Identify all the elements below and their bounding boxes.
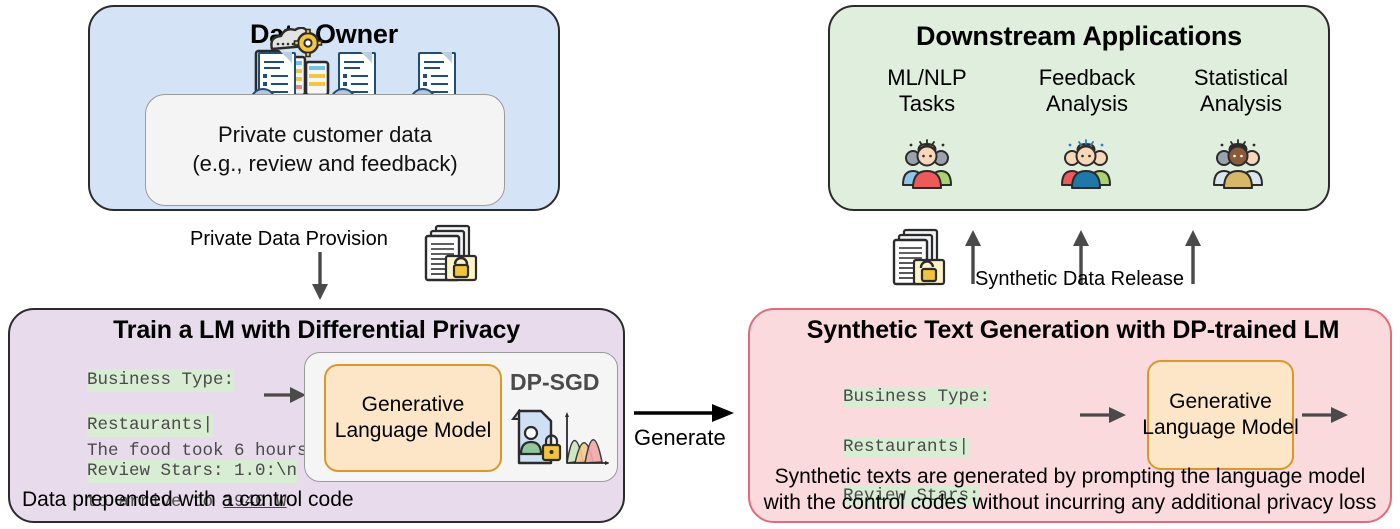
synth-prompt-text: Business Type: Restaurants| Review Stars… <box>780 360 991 529</box>
app-label-line1: Statistical <box>1193 65 1289 90</box>
app-label-line2: Tasks <box>898 91 956 117</box>
prompt-line1: Business Type: <box>843 386 991 407</box>
review-line2-address: 1940 W <box>223 492 287 513</box>
private-data-line2: (e.g., review and feedback) <box>192 151 458 176</box>
documents-locked-icon <box>422 224 478 282</box>
synthetic-data-release-arrow <box>1185 230 1201 284</box>
synth-panel-title: Synthetic Text Generation with DP-traine… <box>806 316 1340 344</box>
private-data-provision-label: Private Data Provision <box>190 228 388 250</box>
synthetic-data-release-arrow <box>1073 230 1089 284</box>
train-panel-title: Train a LM with Differential Privacy <box>113 316 520 344</box>
synth-output-arrow <box>1302 407 1348 423</box>
data-owner-panel: Data Owner <box>88 5 560 211</box>
synth-caption-line1: Synthetic texts are generated by prompti… <box>774 465 1366 488</box>
generative-language-model-box: Generative Language Model <box>324 364 502 472</box>
synthetic-data-release-arrow <box>965 230 981 284</box>
app-ml-nlp-tasks: ML/NLP Tasks <box>852 65 1002 118</box>
prompt-line2: Restaurants| <box>843 436 970 457</box>
review-line2-plain: to arrive to <box>87 492 224 513</box>
app-label-line2: Analysis <box>1200 91 1282 117</box>
control-code-line2: Restaurants| <box>87 414 214 437</box>
dp-sgd-container: Generative Language Model DP-SGD <box>304 352 618 482</box>
control-code-line3: Review Stars: 1.0:\n <box>87 459 298 483</box>
prompt-line3: Review Stars: <box>843 486 980 507</box>
downstream-applications-panel: Downstream Applications ML/NLP Tasks Fee… <box>828 5 1330 211</box>
model-label-line1: Generative <box>1169 389 1272 413</box>
app-label-line1: Feedback <box>1038 65 1136 90</box>
people-group-icon <box>1059 139 1113 193</box>
dp-sgd-label: DP-SGD <box>510 369 600 395</box>
synth-caption-line2: with the control codes without incurring… <box>763 491 1377 514</box>
app-statistical-analysis: Statistical Analysis <box>1166 65 1316 118</box>
model-label-line2: Language Model <box>1142 416 1299 439</box>
private-data-line1: Private customer data <box>218 122 432 148</box>
generative-language-model-box: Generative Language Model <box>1142 360 1299 470</box>
private-data-provision-arrow <box>312 252 328 300</box>
control-code-text: Business Type: Restaurants| Review Stars… <box>24 346 298 505</box>
train-lm-panel: Train a LM with Differential Privacy Bus… <box>8 308 625 523</box>
documents-unlocked-icon <box>890 228 946 286</box>
app-label-line1: ML/NLP <box>887 65 967 90</box>
synth-input-arrow <box>1080 407 1126 423</box>
synthetic-text-generation-panel: Synthetic Text Generation with DP-traine… <box>748 308 1392 523</box>
people-group-icon <box>900 139 954 193</box>
review-line1: The food took 6 hours <box>87 441 308 462</box>
generate-label: Generate <box>634 425 726 450</box>
control-code-caption: Data prepended with a control code <box>22 488 354 511</box>
model-label-line1: Generative <box>361 392 465 416</box>
private-document-distribution-icon <box>505 408 610 467</box>
people-group-icon <box>1211 139 1265 193</box>
train-input-arrow <box>264 387 306 403</box>
app-feedback-analysis: Feedback Analysis <box>1012 65 1162 118</box>
model-label-line2: Language Model <box>334 419 492 442</box>
private-data-card: Private customer data (e.g., review and … <box>145 94 505 206</box>
generate-arrow <box>634 404 734 422</box>
control-code-line1: Business Type: <box>87 368 235 392</box>
synthetic-data-release-label: Synthetic Data Release <box>975 268 1185 290</box>
downstream-title: Downstream Applications <box>916 21 1242 51</box>
app-label-line2: Analysis <box>1046 91 1128 117</box>
review-text: The food took 6 hours to arrive to 1940 … <box>24 414 308 529</box>
